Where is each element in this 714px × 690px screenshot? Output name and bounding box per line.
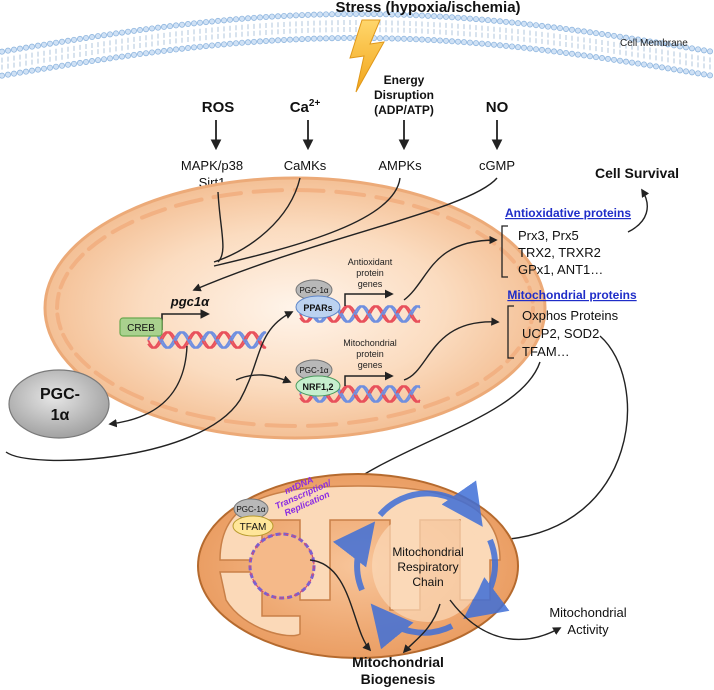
tfam-label: TFAM (240, 522, 267, 533)
chain-label-3: Chain (412, 575, 443, 589)
chain-label-1: Mitochondrial (392, 545, 463, 559)
arrow-to-mito-proteins (403, 317, 500, 381)
mitochondrion-cristae-lower (219, 571, 301, 637)
arrow-chain-to-biogenesis (402, 603, 441, 654)
mito-protein-item-3: TFAM… (522, 344, 570, 359)
mediator-cgmp: cGMP (479, 158, 515, 173)
mediator-mapk: MAPK/p38 (181, 158, 243, 173)
antioxidative-item-3: GPx1, ANT1… (518, 262, 603, 277)
dna-helix-pgc1a (147, 331, 267, 349)
antioxidative-bracket (501, 225, 508, 278)
lightning-bolt-icon (349, 19, 385, 93)
mito-protein-item-1: Oxphos Proteins (522, 308, 619, 323)
arrow-mito-proteins-to-chain (498, 335, 629, 544)
arrow-gene-to-protein (108, 345, 188, 428)
signal-energy-line3: (ADP/ATP) (374, 103, 434, 117)
chain-label-2: Respiratory (397, 560, 458, 574)
mito-proteins-bracket (507, 305, 514, 359)
signal-energy-line2: Disruption (374, 88, 434, 102)
arrow-mito-transcription (344, 371, 394, 386)
mito-genes-line1: Mitochondrial (343, 338, 397, 348)
mito-activity-label-2: Activity (567, 622, 609, 637)
arrow-to-mito-activity (449, 599, 562, 641)
signal-energy-line1: Energy (384, 73, 425, 87)
signal-calcium: Ca2+ (290, 98, 321, 116)
biogenesis-label-1: Mitochondrial (352, 654, 444, 670)
gene-pgc1a: pgc1α (170, 294, 210, 309)
mtdna-circle-strand (249, 533, 315, 599)
antioxidant-genes-line3: genes (358, 279, 383, 289)
mito-genes-line3: genes (358, 360, 383, 370)
arrow-antioxidant-transcription (344, 289, 394, 306)
path-camks-to-gene (213, 177, 301, 263)
antioxidative-heading: Antioxidative proteins (505, 206, 631, 220)
path-protein-to-nrf (235, 374, 292, 384)
nucleus (43, 176, 547, 440)
nrf-label: NRF1,2 (302, 382, 333, 392)
pgc1a-protein-label-1: PGC- (40, 386, 80, 403)
antioxidant-genes-line2: protein (356, 268, 384, 278)
mito-activity-label-1: Mitochondrial (549, 605, 626, 620)
path-mapk-to-gene (217, 191, 224, 263)
antioxidative-item-1: Prx3, Prx5 (518, 228, 579, 243)
mediator-ampks: AMPKs (378, 158, 422, 173)
path-protein-to-ppars (5, 311, 294, 462)
pgc1a-protein-label-2: 1α (51, 407, 70, 424)
ppars-box (295, 295, 341, 319)
cell-survival-label: Cell Survival (595, 165, 679, 181)
arrow-to-antioxidative (403, 235, 498, 301)
nrf-box (295, 375, 341, 397)
mito-genes-line2: protein (356, 349, 384, 359)
ppars-label: PPARs (303, 303, 332, 313)
signal-ros: ROS (202, 99, 235, 116)
stress-title: Stress (hypoxia/ischemia) (335, 0, 520, 16)
mito-proteins-heading: Mitochondrial proteins (507, 288, 637, 302)
cell-membrane-label: Cell Membrane (620, 38, 688, 49)
pgc-small-1-label: PGC-1α (299, 286, 328, 295)
signal-no: NO (486, 99, 509, 116)
tfam-box (232, 515, 274, 537)
creb-label: CREB (127, 323, 155, 334)
respiratory-chain-ring (332, 480, 510, 650)
arrow-mtdna-to-biogenesis (309, 559, 372, 652)
creb-box (119, 317, 163, 337)
biogenesis-label-2: Biogenesis (361, 671, 436, 687)
pgc-small-2-label: PGC-1α (299, 366, 328, 375)
cell-membrane (0, 11, 714, 79)
path-ampks-to-gene (213, 177, 401, 267)
pgc-small-mito-label: PGC-1α (236, 505, 265, 514)
antioxidative-item-2: TRX2, TRXR2 (518, 245, 601, 260)
arrow-to-cell-survival (627, 188, 650, 233)
pgc1a-protein (8, 369, 110, 439)
path-cgmp-to-gene (192, 177, 498, 292)
mediator-camks: CaMKs (284, 158, 327, 173)
mito-protein-item-2: UCP2, SOD2 (522, 326, 599, 341)
antioxidant-genes-line1: Antioxidant (348, 257, 393, 267)
